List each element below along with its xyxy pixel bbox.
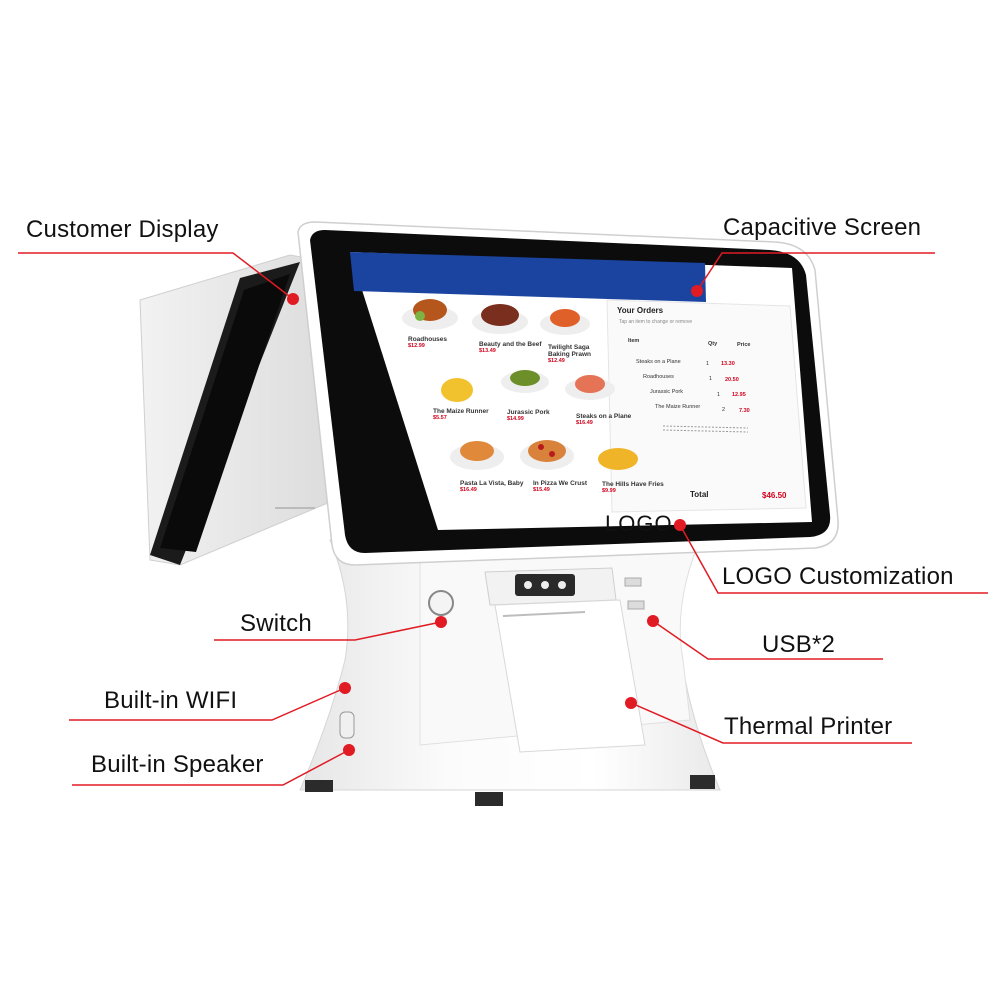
order-row-qty: 1 [706,361,710,367]
menu-item: Roadhouses $12.99 [408,336,448,349]
order-row-qty: 2 [722,407,726,413]
label-built-in-speaker: Built-in Speaker [91,751,264,778]
menu-item: Jurassic Pork $14.99 [507,409,550,422]
orders-subtitle: Tap an item to change or remove [619,319,693,325]
orders-divider [662,425,749,429]
orders-title: Your Orders [617,306,664,315]
label-switch: Switch [240,610,312,637]
speaker-slot [339,711,355,739]
menu-item: The Maize Runner $5.57 [433,408,489,421]
menu-item: Steaks on a Plane $16.49 [576,413,632,426]
label-customer-display: Customer Display [26,216,219,243]
power-switch [428,590,454,616]
order-row-name: Jurassic Pork [650,389,684,395]
order-row-price: 12.95 [732,392,746,398]
orders-header-price: Price [737,342,751,348]
customer-display [139,254,336,566]
label-usb: USB*2 [762,631,836,658]
orders-header-item: Item [628,338,640,344]
callout-lines [18,252,988,786]
orders-total-value: $46.50 [762,491,787,500]
label-thermal-printer: Thermal Printer [724,713,893,740]
thermal-printer [484,567,646,753]
orders-total-label: Total [690,490,709,499]
device-logo: LOGO [605,511,673,536]
order-row-qty: 1 [717,392,721,398]
menu-item: The Hills Have Fries $9.99 [602,481,664,494]
order-row-name: Steaks on a Plane [636,359,681,365]
order-row-price: 13.30 [721,361,735,367]
order-row-name: The Maize Runner [655,404,701,410]
menu-item: Twilight Saga Baking Prawn $12.49 [548,344,591,364]
menu-item: In Pizza We Crust $15.49 [533,480,588,493]
order-row-price: 20.50 [725,377,739,383]
usb-ports [624,577,645,610]
label-built-in-wifi: Built-in WIFI [104,687,238,714]
order-row-name: Roadhouses [643,374,674,380]
label-logo-customization: LOGO Customization [722,563,954,590]
label-capacitive-screen: Capacitive Screen [723,214,922,241]
menu-item: Pasta La Vista, Baby $16.49 [460,480,524,493]
menu-images [402,299,638,470]
order-row-price: 7.30 [739,408,750,414]
screen-header-bar [350,252,706,302]
orders-header-qty: Qty [708,341,718,347]
order-row-qty: 1 [709,376,713,382]
orders-panel [606,299,807,513]
menu-item: Beauty and the Beef $13.49 [479,341,542,354]
